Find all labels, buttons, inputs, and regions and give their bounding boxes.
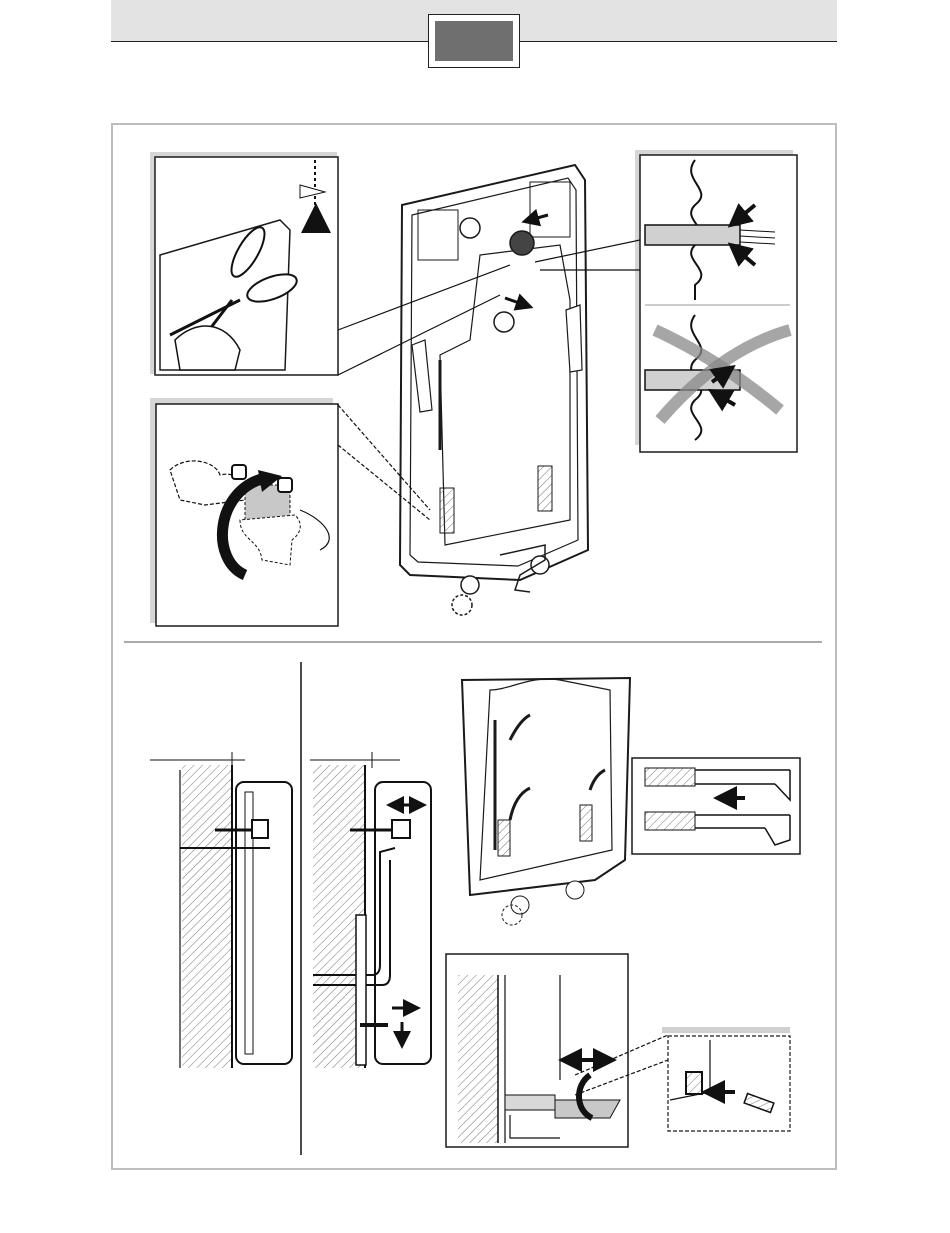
detail-adjustment [446, 954, 628, 1147]
wall-section-pipes [310, 752, 431, 1068]
detail-cable [635, 150, 797, 452]
device-partial [462, 678, 630, 925]
device-backplate [400, 165, 588, 580]
detail-nozzle [632, 758, 800, 854]
wall-section-flush [150, 752, 292, 1068]
detail-rotation [150, 398, 338, 626]
detail-screw [662, 1030, 790, 1131]
detail-scissors [150, 152, 338, 375]
